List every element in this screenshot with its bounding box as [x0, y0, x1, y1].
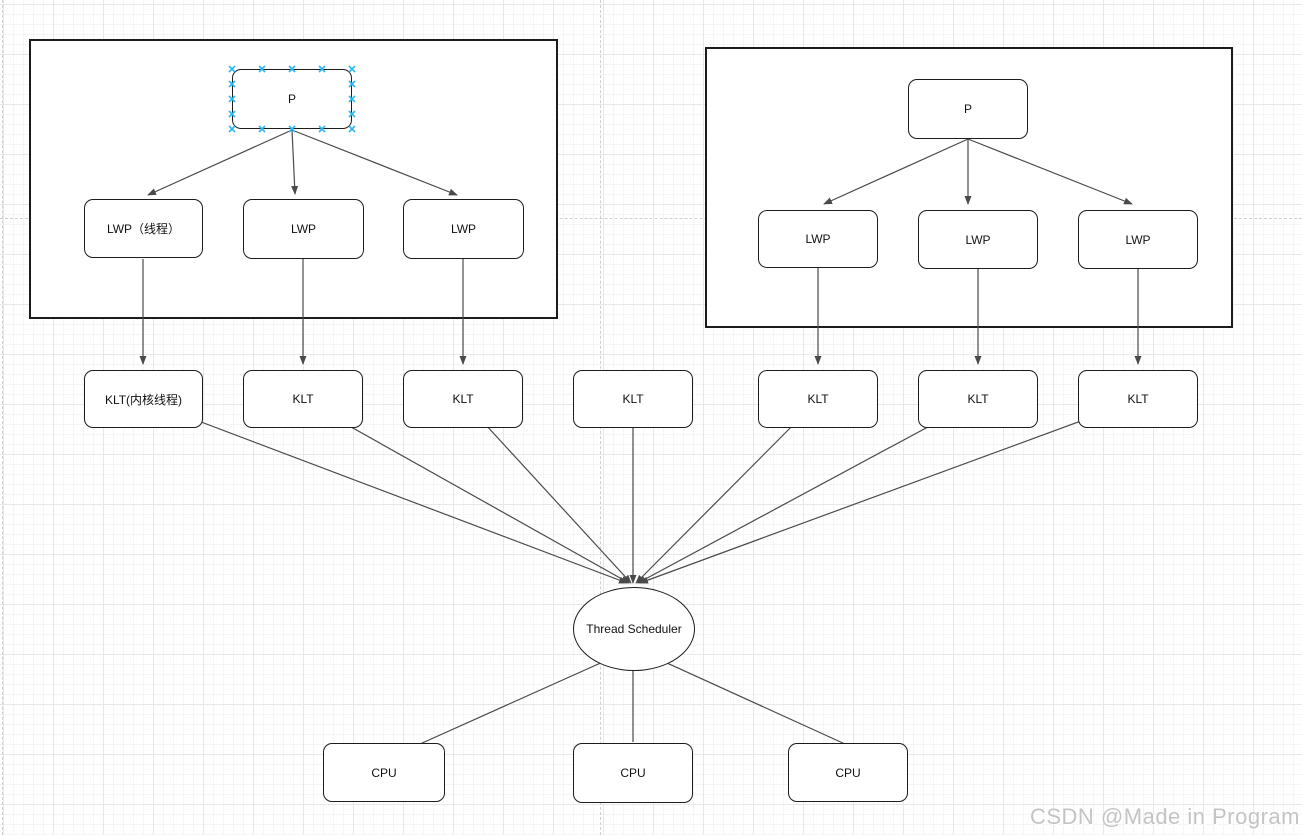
node-label: LWP（线程）: [106, 222, 181, 236]
node-label: LWP: [1125, 232, 1151, 247]
edge-klt3-scheduler[interactable]: [462, 399, 632, 584]
node-lwp-1[interactable]: LWP（线程）: [84, 199, 203, 258]
node-cpu-3[interactable]: CPU: [788, 743, 908, 802]
page-guide-vertical-left: [2, 0, 3, 835]
node-lwp-3[interactable]: LWP: [403, 199, 524, 259]
edge-pleft-lwp3[interactable]: [291, 129, 458, 196]
node-label: Thread Scheduler: [586, 622, 682, 636]
node-label: KLT: [1127, 392, 1149, 406]
node-cpu-1[interactable]: CPU: [323, 743, 445, 802]
node-lwp-4[interactable]: LWP: [758, 210, 878, 268]
node-klt-2[interactable]: KLT: [243, 370, 363, 428]
edge-klt2-scheduler[interactable]: [302, 399, 630, 584]
node-label: KLT: [452, 392, 474, 406]
edge-klt6-scheduler[interactable]: [637, 399, 979, 584]
node-label: CPU: [371, 765, 397, 780]
page-guide-horizontal: [0, 218, 1302, 219]
node-label: KLT: [292, 392, 314, 406]
node-label: LWP: [805, 232, 831, 246]
node-klt-6[interactable]: KLT: [918, 370, 1038, 428]
node-label: LWP: [450, 222, 477, 236]
node-klt-5[interactable]: KLT: [758, 370, 878, 428]
edge-klt1-scheduler[interactable]: [142, 399, 628, 584]
edge-scheduler-cpu1[interactable]: [419, 647, 635, 745]
node-label: LWP: [290, 222, 317, 236]
node-klt-3[interactable]: KLT: [403, 370, 523, 428]
edge-klt5-scheduler[interactable]: [635, 399, 819, 584]
node-klt-1[interactable]: KLT(内核线程): [84, 370, 203, 428]
node-thread-scheduler[interactable]: Thread Scheduler: [573, 587, 695, 671]
edge-pright-lwp4[interactable]: [823, 138, 969, 205]
node-process-right[interactable]: P: [908, 79, 1028, 139]
node-label: KLT: [967, 392, 989, 406]
edge-pright-lwp6[interactable]: [967, 138, 1133, 205]
node-label: LWP: [965, 232, 991, 247]
node-lwp-6[interactable]: LWP: [1078, 210, 1198, 269]
edge-scheduler-cpu3[interactable]: [633, 647, 846, 745]
watermark: CSDN @Made in Program: [1029, 804, 1300, 829]
edge-pleft-lwp1[interactable]: [147, 129, 293, 196]
node-label: CPU: [620, 766, 646, 780]
selection-connection-points[interactable]: [226, 63, 358, 135]
node-label: KLT(内核线程): [104, 392, 183, 407]
node-label: CPU: [835, 765, 861, 780]
node-lwp-5[interactable]: LWP: [918, 210, 1038, 269]
node-cpu-2[interactable]: CPU: [573, 743, 693, 803]
node-label: P: [963, 102, 972, 116]
edge-pleft-lwp2[interactable]: [291, 129, 299, 195]
node-label: P: [287, 92, 296, 106]
node-label: KLT: [622, 392, 644, 406]
node-klt-7[interactable]: KLT: [1078, 370, 1198, 428]
edge-klt7-scheduler[interactable]: [639, 399, 1139, 584]
node-label: KLT: [807, 392, 829, 406]
node-lwp-2[interactable]: LWP: [243, 199, 364, 259]
node-klt-4[interactable]: KLT: [573, 370, 693, 428]
